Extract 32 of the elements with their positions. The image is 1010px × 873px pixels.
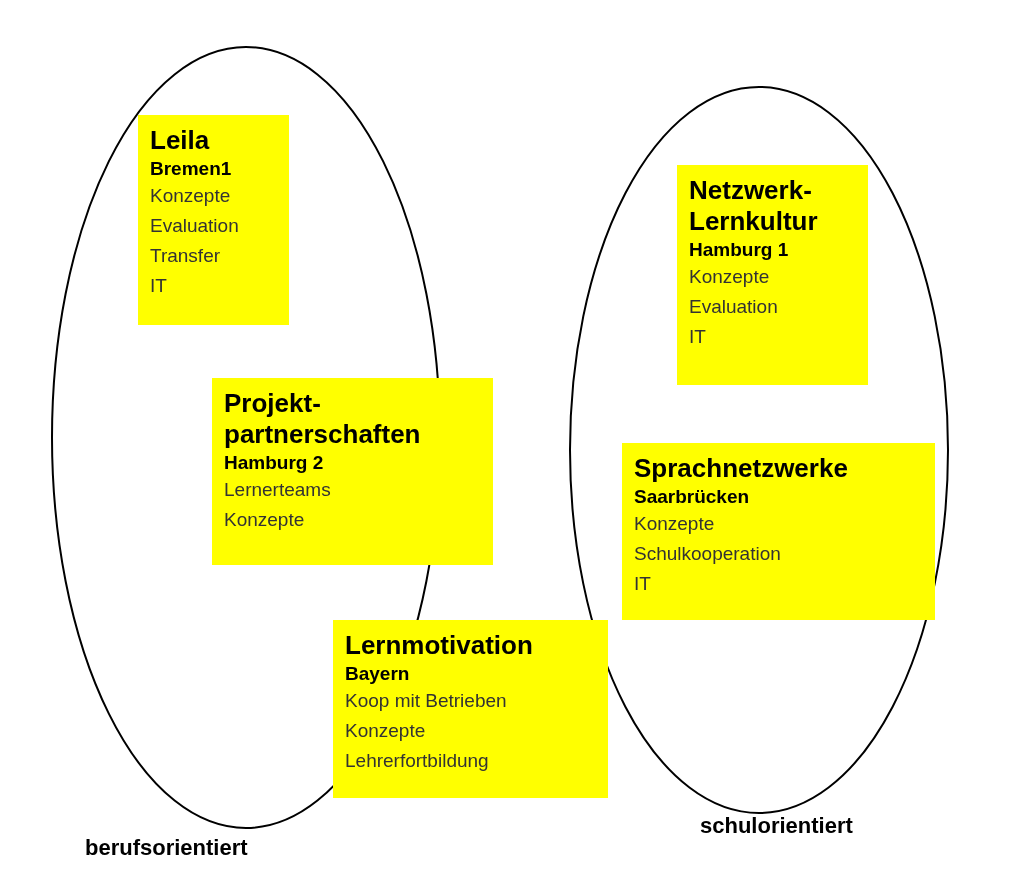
project-title: Netzwerk-Lernkultur [689, 175, 819, 237]
project-card [333, 620, 608, 798]
project-card [212, 378, 493, 565]
topic-label: IT [150, 274, 168, 298]
project-title: Lernmotivation [345, 630, 534, 661]
topic-label: Konzepte [634, 512, 716, 536]
topic-label: Lehrerfortbildung [345, 749, 490, 773]
project-title: Leila [150, 125, 211, 156]
project-card [677, 165, 868, 385]
project-title: Sprachnetzwerke [634, 453, 849, 484]
project-title: Projekt-partnerschaften [224, 388, 422, 450]
topic-label: Konzepte [345, 719, 427, 743]
location-label: Hamburg 2 [224, 451, 325, 475]
topic-label: Konzepte [150, 184, 232, 208]
location-label: Bremen1 [150, 157, 233, 181]
topic-label: Evaluation [689, 295, 779, 319]
topic-label: Koop mit Betrieben [345, 689, 508, 713]
location-label: Saarbrücken [634, 485, 751, 509]
topic-label: IT [689, 325, 707, 349]
group-label: berufsorientiert [85, 835, 248, 861]
project-card [138, 115, 289, 325]
group-label: schulorientiert [700, 813, 853, 839]
topic-label: Konzepte [224, 508, 306, 532]
topic-label: Transfer [150, 244, 222, 268]
topic-label: Konzepte [689, 265, 771, 289]
topic-label: Schulkooperation [634, 542, 782, 566]
location-label: Hamburg 1 [689, 238, 790, 262]
topic-label: Lernerteams [224, 478, 332, 502]
topic-label: IT [634, 572, 652, 596]
location-label: Bayern [345, 662, 411, 686]
topic-label: Evaluation [150, 214, 240, 238]
project-card [622, 443, 935, 620]
